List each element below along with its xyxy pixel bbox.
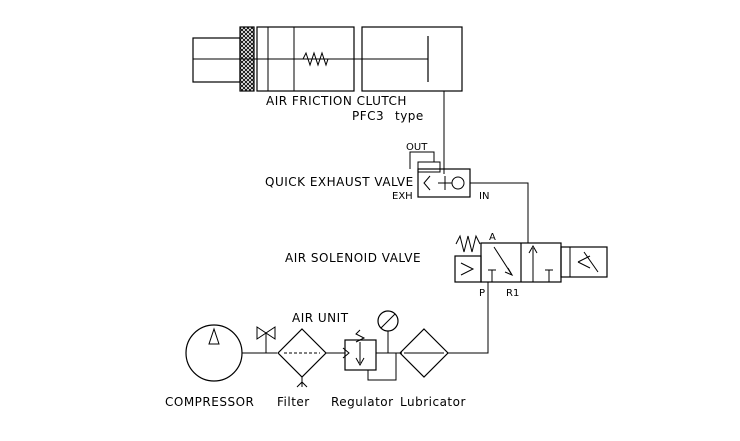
line-qev-to-solenoid (470, 182, 529, 243)
compressor-triangle (208, 327, 220, 345)
solenoid-return-spring (455, 234, 481, 253)
air-solenoid-valve: A AIR SOLENOID VALVE P R1 (285, 232, 608, 354)
regulator-label: Regulator (331, 395, 394, 409)
qev-exhaust-chevron (423, 175, 431, 191)
air-unit-label: AIR UNIT (292, 311, 349, 325)
clutch-model: PFC3 (352, 109, 384, 123)
qev-out-label: OUT (406, 142, 428, 153)
qev-exh-label: EXH (392, 191, 413, 202)
clutch-model-suffix: type (395, 109, 424, 123)
compressor-label: COMPRESSOR (165, 395, 254, 409)
solenoid-coil (560, 246, 608, 278)
quick-exhaust-valve: OUT QUICK EXHAUST VALVE EXH IN (265, 142, 529, 243)
clutch-title: AIR FRICTION CLUTCH (266, 94, 407, 108)
air-unit: AIR UNIT COMPRESSOR Filter Regul (165, 310, 466, 409)
solenoid-port-p: P (479, 288, 485, 299)
qev-shuttle-ball (451, 176, 465, 190)
lubricator-symbol (399, 328, 449, 378)
solenoid-port-r1: R1 (506, 288, 519, 299)
solenoid-port-a: A (489, 232, 496, 243)
air-friction-clutch: AIR FRICTION CLUTCH PFC3 type (192, 26, 463, 174)
regulator-spring (355, 329, 366, 343)
clutch-hub (192, 37, 241, 83)
qev-label: QUICK EXHAUST VALVE (265, 175, 414, 189)
regulator-pilot-line (367, 353, 397, 381)
solenoid-label: AIR SOLENOID VALVE (285, 251, 421, 265)
filter-label: Filter (277, 395, 310, 409)
qev-out-port (409, 151, 435, 169)
solenoid-arrow-up (528, 244, 538, 254)
drain-valve-icon (256, 326, 267, 340)
qev-in-label: IN (479, 191, 489, 202)
solenoid-manual-actuator (454, 255, 482, 283)
lubricator-label: Lubricator (400, 395, 466, 409)
line-supply-to-solenoid (447, 282, 489, 354)
